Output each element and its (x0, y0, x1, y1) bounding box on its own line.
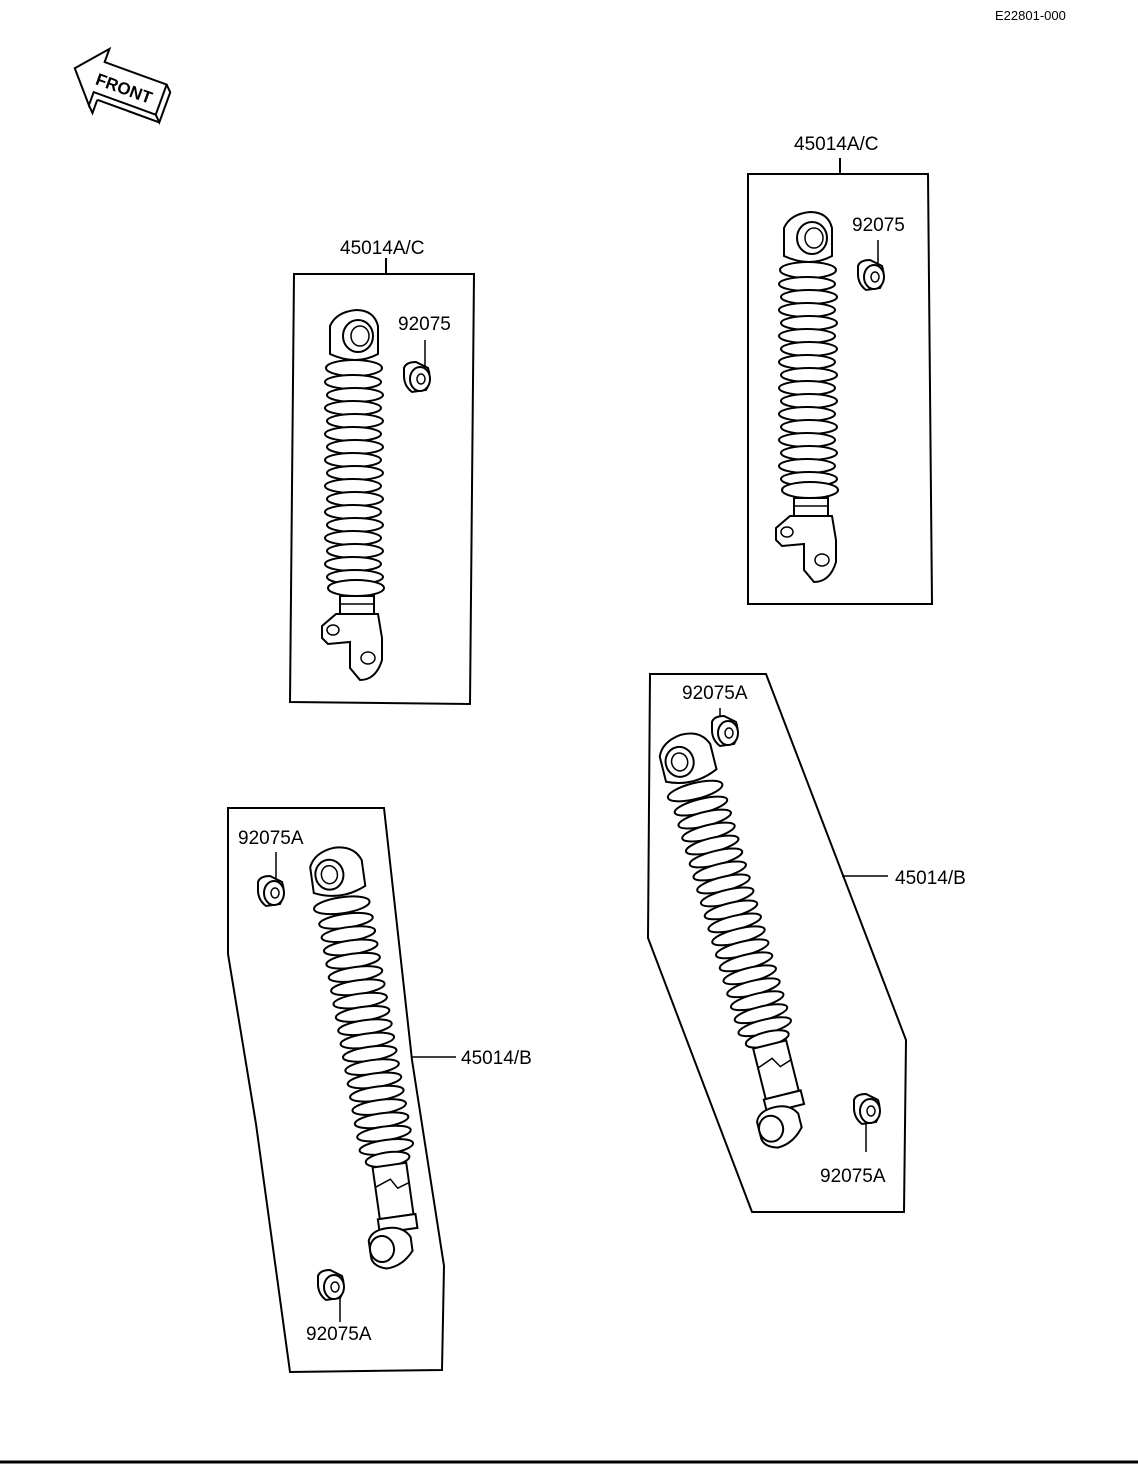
part-label-bushing[interactable]: 92075A (820, 1166, 886, 1187)
part-label-shock[interactable]: 45014/B (895, 868, 966, 889)
shock-absorber-part[interactable] (321, 309, 385, 681)
shock-absorber-part[interactable] (775, 211, 839, 583)
bushing-part[interactable] (403, 361, 431, 393)
group-bottom-left: 92075A 45014/B 92075A (227, 807, 532, 1374)
shock-absorber-part[interactable] (306, 843, 430, 1272)
bushing-part[interactable] (853, 1093, 881, 1125)
bushing-part[interactable] (711, 715, 739, 747)
bushing-part[interactable] (857, 259, 885, 291)
part-label-shock[interactable]: 45014A/C (340, 238, 425, 259)
part-label-bushing[interactable]: 92075A (238, 828, 304, 849)
shock-absorber-part[interactable] (654, 726, 820, 1153)
bushing-part[interactable] (317, 1269, 345, 1301)
bushing-part[interactable] (257, 875, 285, 907)
group-top-right: 45014A/C 92075 (747, 134, 934, 605)
part-label-shock[interactable]: 45014/B (461, 1048, 532, 1069)
part-label-bushing[interactable]: 92075A (306, 1324, 372, 1345)
part-label-bushing[interactable]: 92075 (852, 215, 905, 236)
part-label-bushing[interactable]: 92075 (398, 314, 451, 335)
part-label-shock[interactable]: 45014A/C (794, 134, 879, 155)
group-top-left: 45014A/C 92075 (288, 238, 476, 706)
part-label-bushing[interactable]: 92075A (682, 683, 748, 704)
group-bottom-right: 92075A 45014/B 92075A (646, 673, 966, 1213)
reference-code: E22801-000 (995, 8, 1066, 23)
front-arrow-icon: FRONT (73, 46, 172, 125)
